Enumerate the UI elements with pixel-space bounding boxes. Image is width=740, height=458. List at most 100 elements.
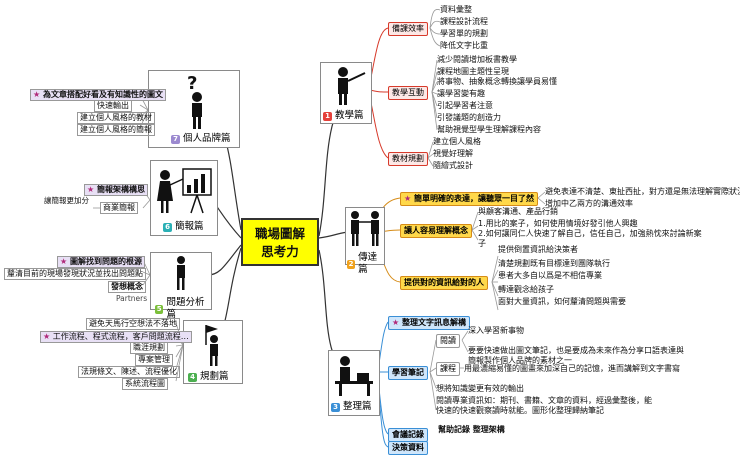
leaf-conv3-1[interactable]: 提供倒置資訊給決策者 bbox=[498, 245, 578, 254]
topic-problem-card[interactable]: 5 問題分析篇 bbox=[150, 252, 212, 320]
topic-convey-badge: 2 bbox=[347, 259, 356, 269]
branch-decision[interactable]: 決策資料 bbox=[388, 441, 428, 455]
leaf-pres-1[interactable]: ★ 簡報架構構思 bbox=[84, 184, 148, 196]
leaf-brand-2[interactable]: 快速輸出 bbox=[94, 100, 132, 112]
desk-worker-icon bbox=[335, 356, 373, 396]
topic-organize-card[interactable]: 3 整理篇 bbox=[328, 350, 380, 416]
topic-brand-card[interactable]: ? 7 個人品牌篇 bbox=[148, 70, 240, 148]
topic-problem-badge: 5 bbox=[155, 304, 164, 314]
topic-presentation-badge: 6 bbox=[163, 222, 172, 232]
presenter-chart-icon bbox=[157, 168, 212, 214]
leaf-prob-1[interactable]: ★ 圖解找到問題的根源 bbox=[57, 256, 145, 268]
leaf-conv3-3[interactable]: 患者大多自以爲是不相信專業 bbox=[498, 271, 602, 280]
central-title-line2: 思考力 bbox=[261, 244, 299, 259]
leaf-plan-5[interactable]: 法規條文、陳述、流程優化 bbox=[78, 366, 180, 378]
teacher-icon bbox=[338, 67, 366, 105]
leaf-meeting-1[interactable]: 幫助記錄 整理架構 bbox=[438, 425, 505, 434]
node-reading[interactable]: 閱讀 bbox=[436, 334, 460, 348]
leaf-plan-4[interactable]: 專案管理 bbox=[135, 354, 173, 366]
leaf-conv2-2[interactable]: 1.用比的案子，如何使用情境好發引他人興趣 bbox=[478, 219, 638, 228]
central-topic[interactable]: 職場圖解 思考力 bbox=[241, 218, 319, 266]
branch-convey-1-label: 簡單明確的表達，讓聽眾一目了然 bbox=[413, 194, 534, 203]
leaf-mat-2[interactable]: 視覺好理解 bbox=[433, 149, 473, 158]
leaf-pres-extra[interactable]: 讓簡報更加分 bbox=[44, 196, 89, 205]
leaf-eff-2[interactable]: 課程設計流程 bbox=[440, 17, 488, 26]
leaf-eff-1[interactable]: 資料彙整 bbox=[440, 5, 472, 14]
leaf-mat-3[interactable]: 隨繪式設計 bbox=[433, 161, 473, 170]
node-course[interactable]: 課程 bbox=[436, 362, 460, 376]
leaf-conv3-2[interactable]: 清楚規劃既有目標達到團隊執行 bbox=[498, 259, 610, 268]
question-person-icon: ? bbox=[187, 73, 202, 129]
topic-brand-label: 個人品牌篇 bbox=[183, 133, 231, 144]
star-icon: ★ bbox=[43, 332, 51, 341]
leaf-int-3[interactable]: 將事物、抽象概念轉換讓學員易懂 bbox=[437, 77, 557, 86]
leaf-notes-2[interactable]: 閱讀專業資訊如：期刊、書籍、文章的資料，經過彙整後，能快速的快速觀察讀時就能。圖… bbox=[436, 396, 652, 415]
star-icon: ★ bbox=[60, 257, 68, 266]
branch-interaction[interactable]: 教學互動 bbox=[388, 86, 428, 100]
leaf-prob-partners[interactable]: Partners bbox=[116, 294, 148, 303]
leaf-prob-2[interactable]: 釐清目前的現場發現狀況並找出問題點 bbox=[4, 268, 146, 280]
leaf-int-7[interactable]: 幫助視覺型學生理解課程內容 bbox=[437, 125, 541, 134]
leaf-conv3-4[interactable]: 轉達觀念給孩子 bbox=[498, 285, 554, 294]
topic-teaching-badge: 1 bbox=[323, 111, 332, 121]
leaf-conv1-1[interactable]: 避免表達不清楚、東扯西扯，對方還是無法理解實際狀況 bbox=[545, 187, 740, 196]
leaf-course-1[interactable]: 用最濃縮易懂的圖畫來加深自己的記憶，進而講解到文字書寫 bbox=[464, 364, 680, 373]
star-icon: ★ bbox=[33, 90, 41, 99]
topic-organize-label: 整理篇 bbox=[343, 401, 372, 412]
leaf-conv3-5[interactable]: 面對大量資訊，如何釐清問題與需要 bbox=[498, 297, 626, 306]
leaf-plan-3[interactable]: 職涯規劃 bbox=[130, 342, 168, 354]
leaf-plan-2[interactable]: ★ 工作流程、程式流程，客戶問題流程… bbox=[40, 331, 192, 343]
topic-planning-label: 規劃篇 bbox=[200, 371, 229, 382]
topic-organize-badge: 3 bbox=[331, 402, 340, 412]
leaf-reading-1[interactable]: 深入學習新事物 bbox=[468, 326, 524, 335]
svg-text:?: ? bbox=[187, 73, 197, 94]
leaf-int-2[interactable]: 課程地圖主題性呈現 bbox=[437, 67, 509, 76]
topic-presentation-label: 簡報篇 bbox=[175, 221, 204, 232]
branch-convey-3[interactable]: 提供對的資訊給對的人 bbox=[400, 276, 488, 290]
leaf-mat-1[interactable]: 建立個人風格 bbox=[433, 137, 481, 146]
topic-planning-card[interactable]: 4 規劃篇 bbox=[183, 320, 243, 384]
leaf-prob-1-label: 圖解找到問題的根源 bbox=[69, 257, 142, 266]
star-icon: ★ bbox=[392, 318, 400, 327]
leaf-int-4[interactable]: 讓學習變有趣 bbox=[437, 89, 485, 98]
star-icon: ★ bbox=[404, 194, 412, 203]
leaf-prob-3[interactable]: 發想概念 bbox=[108, 281, 146, 293]
leaf-conv2-3[interactable]: 2.如何讓同仁人快速了解自己，信任自己，加強熱忱來討論新案子 bbox=[478, 229, 702, 248]
leaf-brand-1-label: 為文章搭配好看及有知識性的圖文 bbox=[42, 90, 163, 99]
branch-organize-1[interactable]: ★ 整理文字訊息解構 bbox=[388, 316, 470, 330]
central-title-line1: 職場圖解 bbox=[254, 226, 305, 241]
branch-materials[interactable]: 教材規劃 bbox=[388, 152, 428, 166]
conversation-icon bbox=[351, 211, 379, 246]
leaf-reading-2[interactable]: 要要快速做出圖文筆記，也是要成為未來作為分享口語表達與簡報製作個人品牌的素材之一 bbox=[468, 346, 684, 365]
leaf-brand-4[interactable]: 建立個人風格的簡報 bbox=[77, 124, 155, 136]
thinking-person-icon bbox=[177, 256, 185, 290]
topic-convey-label: 傳達篇 bbox=[358, 252, 378, 275]
leaf-brand-3[interactable]: 建立個人風格的教材 bbox=[77, 112, 155, 124]
topic-teaching-card[interactable]: 1 教學篇 bbox=[320, 62, 372, 124]
topic-convey-card[interactable]: 2 傳達篇 bbox=[345, 207, 385, 275]
leaf-int-5[interactable]: 引起學習者注意 bbox=[437, 101, 493, 110]
leaf-eff-4[interactable]: 降低文字比重 bbox=[440, 41, 488, 50]
topic-presentation-card[interactable]: 6 簡報篇 bbox=[150, 160, 218, 236]
leaf-eff-3[interactable]: 學習單的規劃 bbox=[440, 29, 488, 38]
leaf-plan-6[interactable]: 系統流程圖 bbox=[122, 378, 168, 390]
branch-efficiency[interactable]: 備課效率 bbox=[388, 22, 428, 36]
topic-teaching-label: 教學篇 bbox=[335, 110, 364, 121]
leaf-conv1-2[interactable]: 增加中乙兩方的溝通效率 bbox=[545, 199, 633, 208]
topic-brand-badge: 7 bbox=[171, 134, 180, 144]
flag-climber-icon bbox=[205, 325, 218, 366]
branch-study-notes[interactable]: 學習筆記 bbox=[388, 366, 428, 380]
branch-meeting[interactable]: 會議記錄 bbox=[388, 428, 428, 442]
leaf-pres-2[interactable]: 商業簡報 bbox=[100, 202, 138, 214]
topic-problem-label: 問題分析篇 bbox=[166, 297, 205, 320]
leaf-pres-1-label: 簡報架構構思 bbox=[96, 185, 145, 194]
leaf-int-6[interactable]: 引發議題的創造力 bbox=[437, 113, 501, 122]
leaf-plan-1[interactable]: 避免天馬行空想法不落地 bbox=[86, 318, 180, 330]
leaf-int-1[interactable]: 減少閱讀增加板書教學 bbox=[437, 55, 517, 64]
branch-convey-2[interactable]: 讓人容易理解概念 bbox=[400, 224, 472, 238]
branch-organize-1-label: 整理文字訊息解構 bbox=[401, 318, 466, 327]
star-icon: ★ bbox=[87, 185, 95, 194]
branch-convey-1[interactable]: ★ 簡單明確的表達，讓聽眾一目了然 bbox=[400, 192, 538, 206]
leaf-conv2-1[interactable]: 與顧客溝通、產品行銷 bbox=[478, 207, 558, 216]
leaf-notes-1[interactable]: 想將知識變更有效的輸出 bbox=[436, 384, 524, 393]
